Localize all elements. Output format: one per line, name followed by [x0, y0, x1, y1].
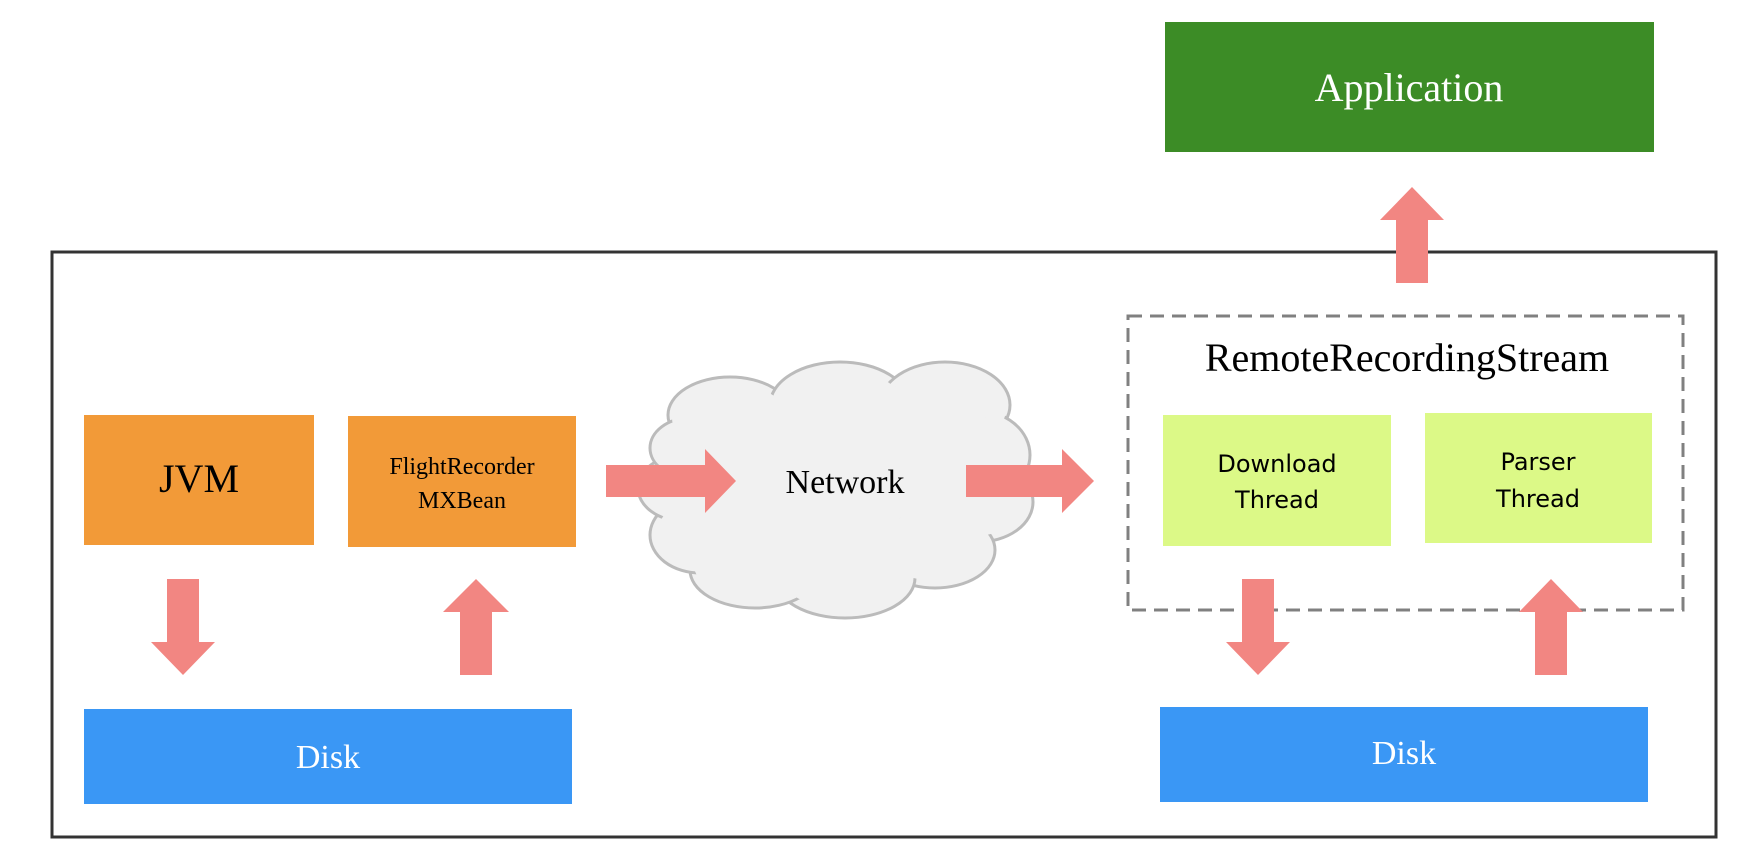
disk-right-label: Disk: [1372, 735, 1436, 772]
stream-dashed-border: [1126, 314, 1685, 612]
arrow-download-to-disk: [1226, 579, 1290, 675]
parser-thread-box: [1425, 413, 1652, 543]
parser-thread-line1: Parser: [1500, 448, 1575, 476]
arrow-disk-to-mxbean: [443, 579, 509, 675]
jvm-label: JVM: [159, 456, 239, 501]
arrow-network-to-stream: [966, 449, 1094, 513]
disk-left-node: Disk: [84, 709, 572, 804]
application-label: Application: [1315, 65, 1504, 110]
arrow-mxbean-to-network: [606, 449, 736, 513]
disk-right-box: [1160, 707, 1648, 802]
arrow-up-to-application: [1380, 187, 1444, 283]
download-thread-line1: Download: [1217, 450, 1336, 478]
mxbean-box: [348, 416, 576, 547]
mxbean-label-line1: FlightRecorder: [389, 454, 534, 480]
download-thread-line2: Thread: [1234, 486, 1319, 514]
parser-thread-line2: Thread: [1495, 485, 1580, 513]
disk-left-box: [84, 709, 572, 804]
download-thread-box: [1163, 415, 1391, 546]
jvm-node: JVM: [84, 415, 314, 545]
outer-system-border: [50, 250, 1718, 839]
application-box: [1165, 22, 1654, 152]
jvm-box: [84, 415, 314, 545]
parser-thread-node: Parser Thread: [1425, 413, 1652, 543]
application-node: Application: [1165, 22, 1654, 152]
disk-left-label: Disk: [296, 739, 360, 776]
arrows: [151, 187, 1583, 675]
mxbean-label-line2: MXBean: [418, 488, 506, 514]
disk-right-node: Disk: [1160, 707, 1648, 802]
download-thread-node: Download Thread: [1163, 415, 1391, 546]
mxbean-node: FlightRecorder MXBean: [348, 416, 576, 547]
remote-recording-stream: RemoteRecordingStream: [1126, 314, 1685, 612]
stream-label: RemoteRecordingStream: [1205, 335, 1609, 380]
arrow-jvm-to-disk: [151, 579, 215, 675]
arrow-disk-to-parser: [1519, 579, 1583, 675]
network-label: Network: [786, 464, 905, 501]
